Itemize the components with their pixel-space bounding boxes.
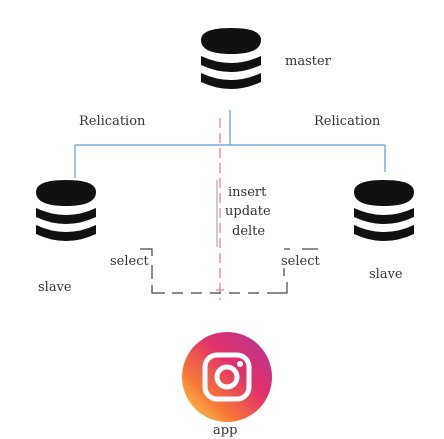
slave-left-database-icon xyxy=(36,180,96,241)
write-op-update: update xyxy=(225,204,271,219)
replication-lines xyxy=(74,110,386,178)
master-label: master xyxy=(285,54,332,69)
replication-left-label: Relication xyxy=(79,114,146,129)
read-path-lines xyxy=(140,248,318,294)
write-op-delete: delte xyxy=(232,224,265,239)
instagram-logo-icon xyxy=(182,332,272,422)
write-op-insert: insert xyxy=(228,185,267,200)
replication-right-label: Relication xyxy=(314,114,381,129)
read-hook-right-bottom xyxy=(276,282,288,294)
read-hook-left-top xyxy=(140,248,153,256)
read-hook-left-bottom xyxy=(151,285,165,294)
read-left-label: select xyxy=(110,254,149,269)
slave-right-label: slave xyxy=(369,267,403,282)
slave-left-label: slave xyxy=(38,280,72,295)
slave-right-database-icon xyxy=(354,180,414,241)
app-label: app xyxy=(213,423,237,438)
master-database-icon xyxy=(201,28,261,89)
read-right-label: select xyxy=(281,254,320,269)
